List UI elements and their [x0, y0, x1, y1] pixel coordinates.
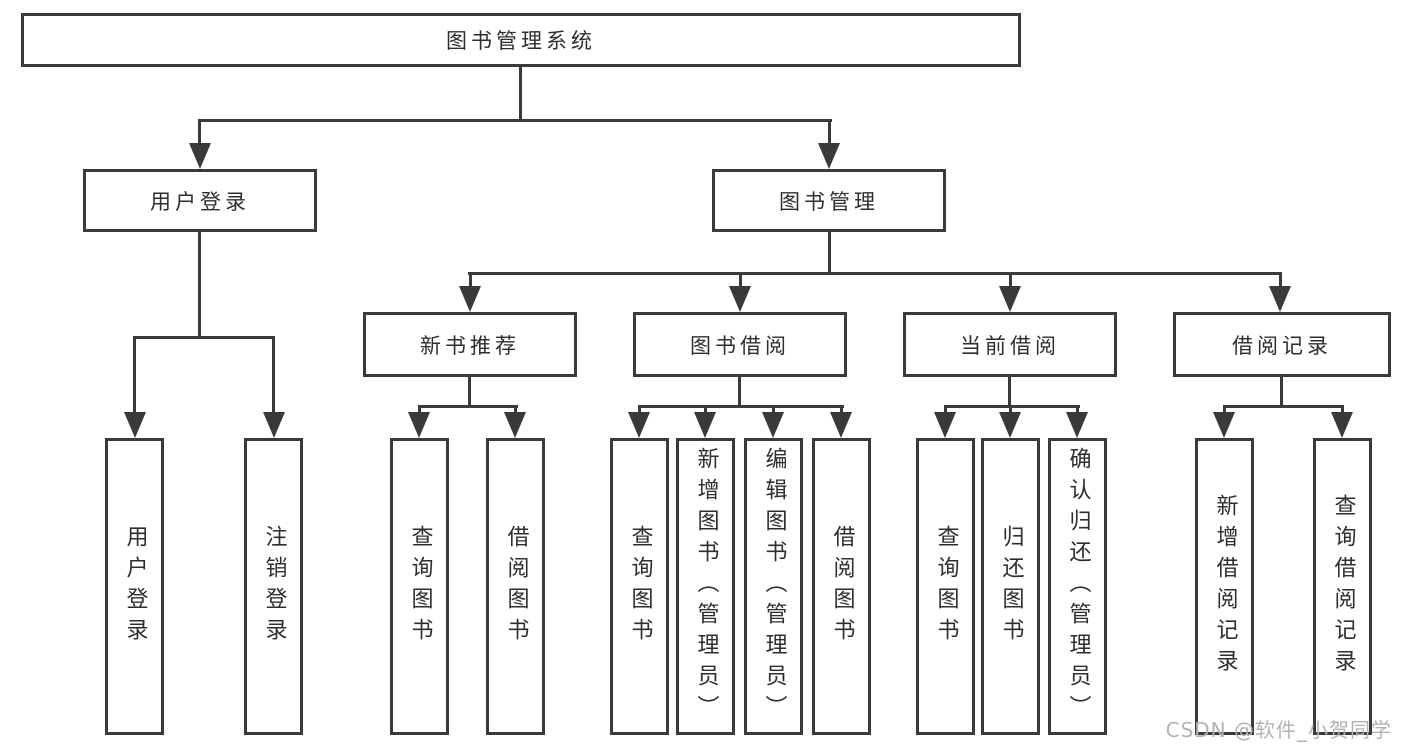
node-book-borrow: 图书借阅 — [633, 312, 847, 377]
connector-level2-rail — [198, 119, 832, 122]
connector-drop — [704, 405, 707, 415]
arrow-down-icon — [818, 143, 840, 169]
node-user-login: 用户登录 — [83, 169, 317, 232]
node-leaf-user-login: 用户登录 — [105, 438, 164, 735]
arrow-down-icon — [504, 412, 526, 438]
connector-book-borrow-spine — [738, 375, 741, 407]
arrow-down-icon — [263, 412, 285, 438]
arrow-down-icon — [934, 412, 956, 438]
connector-drop-new-book-rec — [469, 272, 472, 288]
node-borrow-records: 借阅记录 — [1173, 312, 1391, 377]
connector-new-book-rec-spine — [468, 375, 471, 407]
connector-drop — [944, 405, 947, 415]
connector-borrow-records-rail — [1223, 405, 1344, 408]
arrow-down-icon — [408, 412, 430, 438]
connector-drop — [1009, 405, 1012, 415]
node-leaf-query-book-rec: 查询图书 — [390, 438, 449, 735]
node-leaf-edit-book-admin: 编辑图书（管理员） — [744, 438, 803, 735]
arrow-down-icon — [628, 412, 650, 438]
connector-drop — [514, 405, 517, 415]
arrow-down-icon — [1331, 412, 1353, 438]
connector-drop-user-login — [198, 119, 201, 146]
node-leaf-borrow-book-rec: 借阅图书 — [486, 438, 545, 735]
connector-drop — [840, 405, 843, 415]
node-leaf-return-book: 归还图书 — [981, 438, 1040, 735]
connector-drop — [418, 405, 421, 415]
arrow-down-icon — [729, 286, 751, 312]
arrow-down-icon — [124, 412, 146, 438]
connector-drop-leaf-user-login — [133, 336, 136, 414]
connector-root-spine — [519, 67, 522, 121]
connector-drop — [638, 405, 641, 415]
connector-current-borrow-rail — [944, 405, 1080, 408]
arrow-down-icon — [999, 286, 1021, 312]
node-root-system: 图书管理系统 — [21, 13, 1021, 67]
csdn-watermark: CSDN @软件_小贺同学 — [1165, 718, 1392, 742]
arrow-down-icon — [459, 286, 481, 312]
arrow-down-icon — [1066, 412, 1088, 438]
connector-level3-rail — [468, 272, 1282, 275]
connector-drop — [772, 405, 775, 415]
node-leaf-add-book-admin: 新增图书（管理员） — [676, 438, 735, 735]
connector-user-login-spine — [198, 230, 201, 338]
arrow-down-icon — [1213, 412, 1235, 438]
connector-drop — [1341, 405, 1344, 415]
connector-drop — [1076, 405, 1079, 415]
connector-book-mgmt-spine — [828, 230, 831, 274]
node-leaf-query-book-borrow: 查询图书 — [610, 438, 669, 735]
connector-current-borrow-spine — [1008, 375, 1011, 407]
connector-new-book-rec-rail — [418, 405, 518, 408]
arrow-down-icon — [762, 412, 784, 438]
connector-user-login-rail — [133, 336, 275, 339]
node-leaf-confirm-return-admin: 确认归还（管理员） — [1048, 438, 1107, 735]
node-book-management: 图书管理 — [712, 169, 946, 232]
connector-drop-borrow-records — [1279, 272, 1282, 288]
connector-drop-current-borrow — [1009, 272, 1012, 288]
node-leaf-query-borrow-record: 查询借阅记录 — [1313, 438, 1372, 735]
node-current-borrow: 当前借阅 — [903, 312, 1117, 377]
node-leaf-query-book-current: 查询图书 — [916, 438, 975, 735]
connector-book-borrow-rail — [638, 405, 844, 408]
node-leaf-borrow-book-borrow: 借阅图书 — [812, 438, 871, 735]
node-new-book-recommend: 新书推荐 — [363, 312, 577, 377]
node-leaf-add-borrow-record: 新增借阅记录 — [1195, 438, 1254, 735]
arrow-down-icon — [830, 412, 852, 438]
connector-drop — [1223, 405, 1226, 415]
arrow-down-icon — [189, 143, 211, 169]
arrow-down-icon — [999, 412, 1021, 438]
arrow-down-icon — [694, 412, 716, 438]
connector-drop-leaf-logout — [272, 336, 275, 414]
connector-drop-book-borrow — [739, 272, 742, 288]
node-leaf-logout: 注销登录 — [244, 438, 303, 735]
connector-drop-book-mgmt — [828, 119, 831, 146]
arrow-down-icon — [1269, 286, 1291, 312]
connector-borrow-records-spine — [1280, 375, 1283, 407]
